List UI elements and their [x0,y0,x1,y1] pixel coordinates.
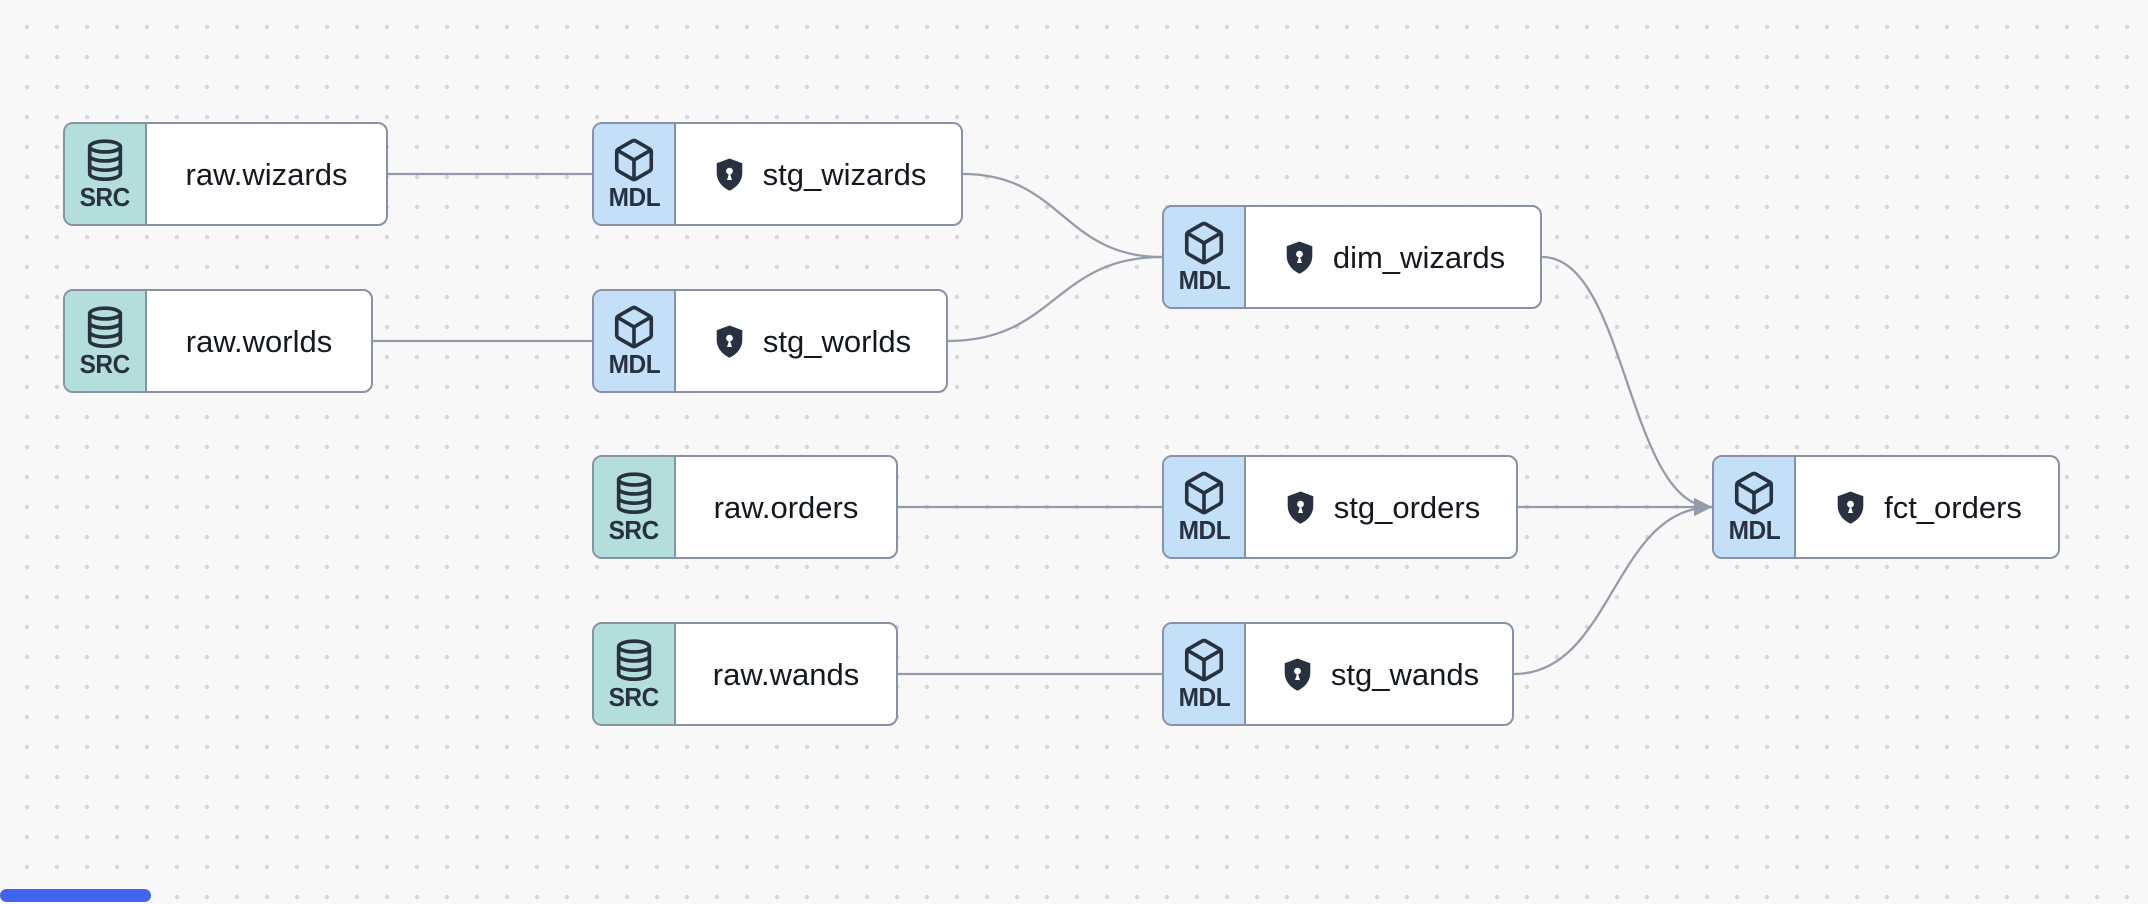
node-type-label: MDL [1178,682,1230,712]
database-icon [611,637,657,683]
database-icon [611,470,657,516]
node-type-badge: SRC [65,291,147,391]
cube-icon [1181,470,1227,516]
node-type-badge: MDL [1714,457,1796,557]
node-body: raw.orders [676,457,896,557]
node-body: stg_wizards [676,124,961,224]
node-dim-wizards[interactable]: MDL dim_wizards [1162,205,1542,309]
node-type-badge: MDL [1164,457,1246,557]
edge-stg-wizards-to-dim-wizards [962,172,1163,259]
node-label: raw.wands [712,656,860,692]
node-label: fct_orders [1884,489,2022,525]
node-label: stg_wizards [762,156,927,192]
edge-stg-worlds-to-dim-wizards [947,255,1163,343]
node-body: dim_wizards [1246,207,1540,307]
node-type-label: SRC [79,349,131,379]
node-type-badge: SRC [65,124,147,224]
node-type-badge: MDL [1164,207,1246,307]
node-raw-wands[interactable]: SRC raw.wands [592,622,898,726]
cube-icon [1181,637,1227,683]
node-raw-orders[interactable]: SRC raw.orders [592,455,898,559]
node-type-badge: SRC [594,457,676,557]
node-type-label: MDL [608,349,660,379]
shield-lock-icon [711,323,748,360]
node-label: raw.wizards [185,156,348,192]
node-type-label: MDL [1728,515,1780,545]
node-label: stg_worlds [762,323,912,359]
node-body: stg_worlds [676,291,946,391]
node-body: stg_orders [1246,457,1516,557]
database-icon [82,304,128,350]
node-type-badge: MDL [594,291,676,391]
shield-lock-icon [1832,489,1869,526]
node-fct-orders[interactable]: MDL fct_orders [1712,455,2060,559]
node-type-label: MDL [1178,515,1230,545]
node-type-label: SRC [79,182,131,212]
node-type-label: MDL [608,182,660,212]
cube-icon [611,137,657,183]
node-body: raw.wands [676,624,896,724]
node-type-badge: SRC [594,624,676,724]
node-body: fct_orders [1796,457,2058,557]
cube-icon [1731,470,1777,516]
node-body: raw.wizards [147,124,386,224]
node-label: stg_wands [1330,656,1480,692]
cube-icon [1181,220,1227,266]
database-icon [82,137,128,183]
node-type-label: MDL [1178,265,1230,295]
node-label: raw.orders [713,489,859,525]
shield-lock-icon [1282,489,1319,526]
node-type-label: SRC [608,682,660,712]
node-type-label: SRC [608,515,660,545]
node-stg-worlds[interactable]: MDL stg_worlds [592,289,948,393]
node-body: stg_wands [1246,624,1512,724]
node-label: dim_wizards [1332,239,1506,275]
node-raw-worlds[interactable]: SRC raw.worlds [63,289,373,393]
node-stg-orders[interactable]: MDL stg_orders [1162,455,1518,559]
shield-lock-icon [1279,656,1316,693]
shield-lock-icon [1281,239,1318,276]
shield-lock-icon [711,156,748,193]
node-stg-wizards[interactable]: MDL stg_wizards [592,122,963,226]
node-label: stg_orders [1333,489,1481,525]
node-stg-wands[interactable]: MDL stg_wands [1162,622,1514,726]
edge-dim-wizards-to-fct-orders [1541,255,1713,509]
node-type-badge: MDL [1164,624,1246,724]
edge-stg-wands-to-fct-orders [1513,505,1713,676]
edge-arrowhead [1694,498,1712,516]
horizontal-scrollbar-thumb[interactable] [0,889,151,902]
node-raw-wizards[interactable]: SRC raw.wizards [63,122,388,226]
node-type-badge: MDL [594,124,676,224]
cube-icon [611,304,657,350]
node-label: raw.worlds [185,323,333,359]
node-body: raw.worlds [147,291,371,391]
